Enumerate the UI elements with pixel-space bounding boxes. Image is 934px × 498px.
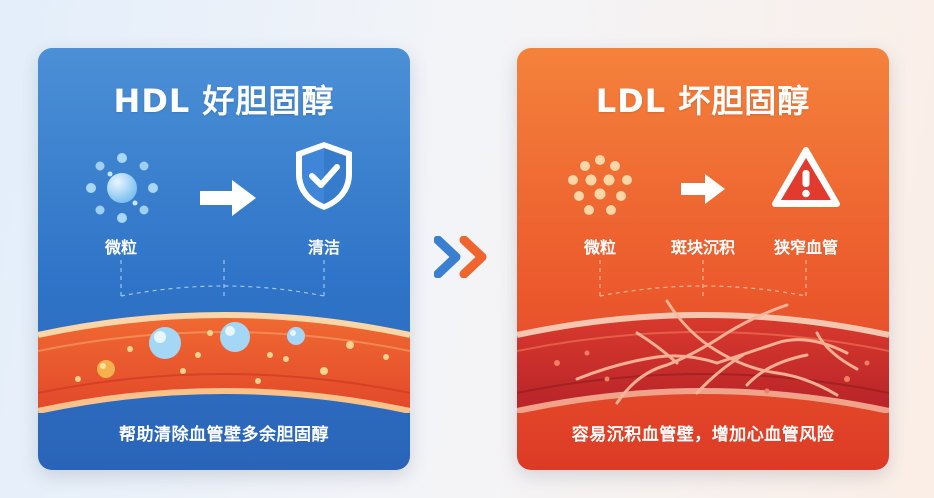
hdl-caption: 帮助清除血管壁多余胆固醇 bbox=[119, 425, 329, 445]
hdl-card: HDL 好胆固醇 微粒 清洁 bbox=[38, 48, 410, 470]
ldl-guide-lines bbox=[599, 260, 807, 297]
ldl-caption: 容易沉积血管壁，增加心血管风险 bbox=[571, 425, 835, 445]
hdl-guide-lines bbox=[120, 260, 325, 297]
arrow-right-icon bbox=[200, 180, 256, 216]
ldl-step3-label: 狭窄血管 bbox=[773, 238, 839, 257]
hdl-blood-vessel bbox=[38, 312, 410, 413]
ldl-step2-label: 斑块沉积 bbox=[670, 238, 736, 257]
hdl-step1-label: 微粒 bbox=[104, 238, 138, 257]
hdl-title: HDL 好胆固醇 bbox=[113, 82, 335, 120]
ldl-step1-label: 微粒 bbox=[583, 238, 617, 257]
hdl-step2-label: 清洁 bbox=[307, 238, 341, 257]
ldl-card: LDL 坏胆固醇 微粒 斑块沉积 狭窄血管 bbox=[517, 48, 889, 470]
double-chevron-right-icon bbox=[434, 236, 487, 278]
warning-icon bbox=[772, 147, 840, 207]
ldl-title: LDL 坏胆固醇 bbox=[595, 82, 811, 120]
shield-check-icon bbox=[296, 142, 352, 210]
particles-icon bbox=[568, 155, 632, 215]
particles-icon bbox=[86, 153, 158, 223]
ldl-blood-vessel bbox=[517, 299, 889, 413]
arrow-right-icon bbox=[681, 174, 725, 204]
